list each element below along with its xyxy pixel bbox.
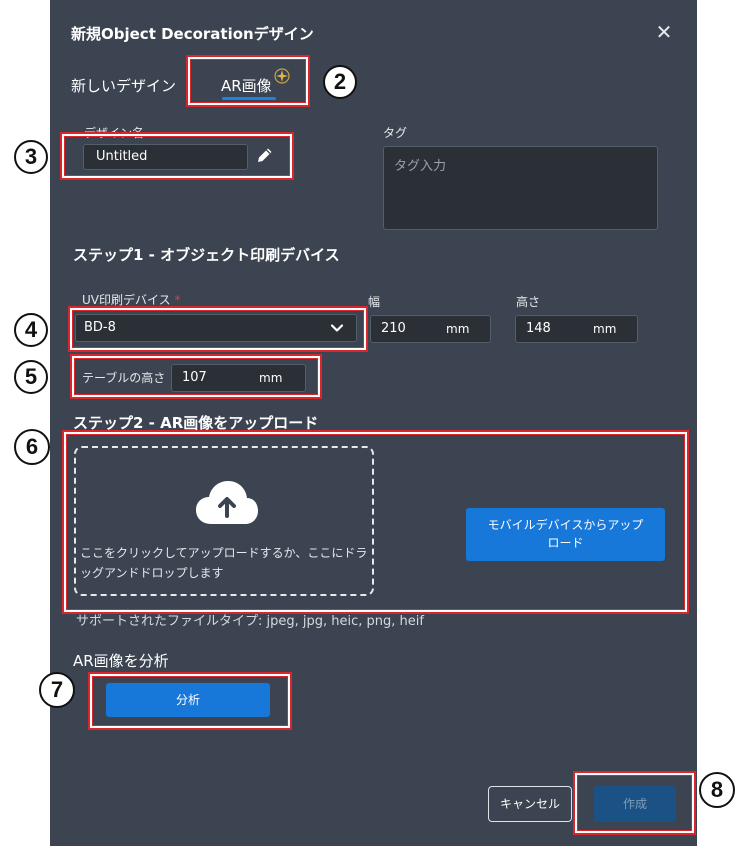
cancel-button[interactable]: キャンセル — [488, 786, 572, 822]
tags-label: タグ — [383, 126, 408, 140]
table-height-input[interactable]: 107 mm — [171, 364, 306, 392]
callout-badge-2: 2 — [323, 65, 357, 99]
table-height-unit: mm — [259, 371, 283, 385]
step1-title: ステップ1 - オブジェクト印刷デバイス — [73, 246, 340, 264]
height-label: 高さ — [516, 295, 541, 309]
sparkle-icon — [274, 68, 290, 84]
supported-file-types: サポートされたファイルタイプ: jpeg, jpg, heic, png, he… — [76, 614, 424, 629]
active-tab-indicator — [222, 97, 276, 100]
create-button[interactable]: 作成 — [594, 786, 676, 822]
width-value: 210 — [381, 321, 406, 336]
upload-dropzone[interactable] — [74, 446, 374, 596]
table-height-value: 107 — [182, 370, 207, 385]
callout-badge-4: 4 — [14, 313, 48, 347]
callout-badge-8: 8 — [699, 772, 735, 808]
height-value: 148 — [526, 321, 551, 336]
dialog-title: 新規Object Decorationデザイン — [71, 25, 314, 43]
analyze-title: AR画像を分析 — [73, 652, 169, 670]
close-icon[interactable]: ✕ — [655, 20, 673, 44]
uv-device-label-text: UV印刷デバイス — [82, 293, 171, 307]
cloud-upload-icon — [196, 481, 258, 524]
height-input[interactable]: 148 mm — [515, 315, 638, 343]
callout-badge-7: 7 — [39, 672, 75, 708]
width-label: 幅 — [368, 295, 381, 309]
width-input[interactable]: 210 mm — [370, 315, 491, 343]
design-name-input[interactable]: Untitled — [83, 144, 248, 170]
step2-title: ステップ2 - AR画像をアップロード — [73, 414, 319, 432]
uv-device-select[interactable]: BD-8 — [75, 314, 357, 342]
table-height-label: テーブルの高さ — [82, 371, 166, 385]
callout-badge-5: 5 — [14, 360, 48, 394]
required-mark: * — [174, 293, 181, 307]
tags-input[interactable]: タグ入力 — [383, 146, 658, 230]
dropzone-instructions: ここをクリックしてアップロードするか、ここにドラッグアンドドロップします — [80, 546, 368, 580]
upload-from-mobile-button[interactable]: モバイルデバイスからアップロード — [466, 508, 665, 561]
tab-ar-image[interactable]: AR画像 — [221, 77, 272, 95]
tab-new-design[interactable]: 新しいデザイン — [71, 77, 177, 95]
callout-badge-6: 6 — [14, 429, 50, 465]
pencil-icon[interactable] — [256, 146, 274, 164]
width-unit: mm — [446, 322, 470, 336]
height-unit: mm — [593, 322, 617, 336]
callout-badge-3: 3 — [14, 140, 48, 174]
chevron-down-icon[interactable] — [329, 320, 345, 336]
analyze-button[interactable]: 分析 — [106, 683, 270, 717]
uv-device-label: UV印刷デバイス * — [82, 291, 180, 308]
design-name-label: デザイン名 — [84, 126, 145, 140]
